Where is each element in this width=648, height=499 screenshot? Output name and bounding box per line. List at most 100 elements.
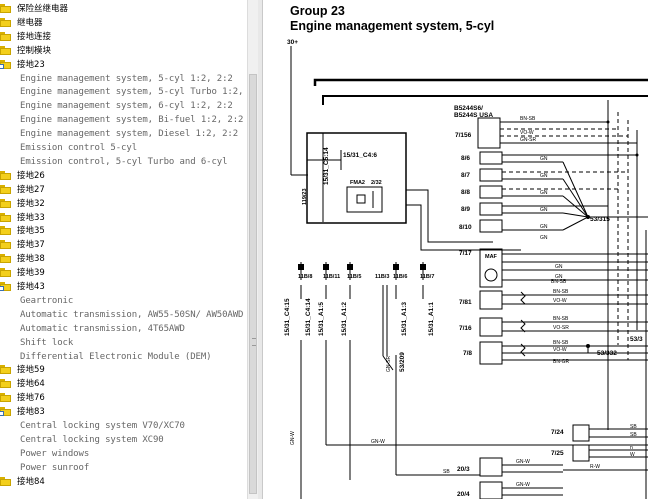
tree-item-label: Geartronic xyxy=(20,295,74,306)
folder-icon xyxy=(0,184,11,194)
component-8-7-label: 8/7 xyxy=(461,172,470,179)
tree-folder[interactable]: 接地84 xyxy=(0,475,245,489)
component-7-81-label: 7/81 xyxy=(459,299,472,306)
tree-item-label: Power sunroof xyxy=(20,462,90,473)
wire-color-gn-sr-2: GN-SR xyxy=(386,356,392,373)
tree-folder[interactable]: 接地83 xyxy=(0,405,245,419)
wire-color-vo-w-3: VO-W xyxy=(553,347,567,353)
fma2-pin-label: 2/32 xyxy=(371,180,382,186)
folder-icon xyxy=(0,212,11,222)
tree-item-label: Power windows xyxy=(20,448,90,459)
folder-icon xyxy=(0,4,11,13)
splice-53-209-label: 53/209 xyxy=(399,352,406,372)
tree-folder[interactable]: 接地27 xyxy=(0,183,245,197)
connector-a1-1-label: 15/31_A1:1 xyxy=(428,302,435,336)
tree-item-label: Emission control 5-cyl xyxy=(20,143,138,153)
tree-folder[interactable]: 接地32 xyxy=(0,197,245,211)
tree-document[interactable]: Central locking system V70/XC70 xyxy=(0,419,245,433)
tree-document[interactable]: Power windows xyxy=(0,447,245,461)
wire-color-vo-w-2: VO-W xyxy=(553,298,567,304)
tree-document[interactable]: Shift lock xyxy=(0,336,245,350)
folder-icon xyxy=(0,31,11,41)
engine-variant-usa-label: B5244S USA xyxy=(454,112,493,119)
pin-11b-11-label: 11B/11 xyxy=(323,274,340,280)
tree-document[interactable]: Emission control, 5-cyl Turbo and 6-cyl xyxy=(0,155,245,169)
splice-53-332-label: 53/332 xyxy=(597,350,617,357)
connector-c4-15-label: 15/31_C4:15 xyxy=(284,298,291,336)
tree-folder[interactable]: 接地76 xyxy=(0,391,245,405)
tree-document[interactable]: Geartronic xyxy=(0,294,245,308)
tree-folder[interactable]: 接地33 xyxy=(0,211,245,225)
tree-document[interactable]: Differential Electronic Module (DEM) xyxy=(0,350,245,364)
tree-item-label: 接地39 xyxy=(17,268,45,279)
tree-item-label: Shift lock xyxy=(20,337,74,348)
folder-icon xyxy=(0,170,11,180)
component-20-3-label: 20/3 xyxy=(457,466,470,473)
scrollbar-grip-icon xyxy=(252,338,256,346)
tree-document[interactable]: Power sunroof xyxy=(0,461,245,475)
tree-item-label: 控制模块 xyxy=(17,45,52,56)
folder-icon xyxy=(0,17,11,27)
wire-color-bn-sb-3: BN-SB xyxy=(553,289,569,295)
wire-color-gn-6: GN xyxy=(540,235,548,241)
tree-document[interactable]: Engine management system, 6-cyl 1:2, 2:2 xyxy=(0,99,245,113)
tree-folder[interactable]: 接地38 xyxy=(0,252,245,266)
tree-folder[interactable]: 接地连接 xyxy=(0,30,245,44)
wire-color-gn-4: GN xyxy=(540,207,548,213)
maf-label: MAF xyxy=(485,254,498,260)
tree-folder[interactable]: 接地26 xyxy=(0,169,245,183)
tree-folder[interactable]: 接地35 xyxy=(0,224,245,238)
folder-icon xyxy=(0,476,11,486)
pin-11b-8-label: 11B/8 xyxy=(298,274,312,280)
tree-folder[interactable]: 接地43 xyxy=(0,280,245,294)
tree-document[interactable]: Engine management system, 5-cyl 1:2, 2:2 xyxy=(0,72,245,86)
wire-color-vo-w-1: VO-W xyxy=(520,130,534,136)
tree-document[interactable]: Emission control 5-cyl xyxy=(0,141,245,155)
component-7-24-label: 7/24 xyxy=(551,429,564,436)
tree-item-label: 接地59 xyxy=(17,365,45,376)
wire-color-gn-1: GN xyxy=(540,156,548,162)
connector-a1-2-label: 15/31_A1:2 xyxy=(341,302,348,336)
diagram-subtitle: Engine management system, 5-cyl xyxy=(290,19,495,33)
tree-document[interactable]: Central locking system XC90 xyxy=(0,433,245,447)
tree-item-label: Engine management system, 5-cyl Turbo 1:… xyxy=(20,87,247,98)
tree-folder[interactable]: 接地59 xyxy=(0,363,245,377)
tree-folder[interactable]: 接地39 xyxy=(0,266,245,280)
tree-folder[interactable]: 控制模块 xyxy=(0,44,245,58)
folder-icon xyxy=(0,268,11,278)
splice-53-3-label: 53/3 xyxy=(630,336,643,343)
wire-color-gn-2: GN xyxy=(540,173,548,179)
component-8-10-label: 8/10 xyxy=(459,224,472,231)
tree-scrollbar[interactable] xyxy=(247,0,258,499)
tree-document[interactable]: Engine management system, Diesel 1:2, 2:… xyxy=(0,127,245,141)
wire-color-sb-2: SB xyxy=(630,432,637,438)
folder-icon xyxy=(0,365,11,375)
tree-folder[interactable]: 接地64 xyxy=(0,377,245,391)
wire-color-sb-3: SB xyxy=(443,469,450,475)
wire-color-n: n xyxy=(630,445,633,451)
tree-document[interactable]: Automatic transmission, 4T65AWD xyxy=(0,322,245,336)
tree-folder[interactable]: 保险丝继电器 xyxy=(0,2,245,16)
scrollbar-thumb[interactable] xyxy=(249,74,257,494)
supply-label: 30+ xyxy=(287,39,298,46)
tree-folder[interactable]: 接地23 xyxy=(0,58,245,72)
folder-icon xyxy=(0,282,11,291)
tree-item-label: 接地27 xyxy=(17,184,45,195)
wire-color-gn-w-2: GN-W xyxy=(516,459,530,465)
pin-11b-6-label: 11B/6 xyxy=(393,274,407,280)
wire-color-gn-w-4: GN-W xyxy=(290,431,296,445)
pane-splitter[interactable] xyxy=(258,0,263,499)
tree-item-label: 保险丝继电器 xyxy=(17,4,69,14)
tree-folder[interactable]: 接地37 xyxy=(0,238,245,252)
folder-icon xyxy=(0,240,11,250)
tree-item-label: 接地连接 xyxy=(17,31,52,42)
component-7-156-label: 7/156 xyxy=(455,132,472,139)
tree-document[interactable]: Engine management system, Bi-fuel 1:2, 2… xyxy=(0,113,245,127)
tree-folder[interactable]: 继电器 xyxy=(0,16,245,30)
tree-document[interactable]: Engine management system, 5-cyl Turbo 1:… xyxy=(0,85,247,99)
tree-document[interactable]: Automatic transmission, AW55-50SN/ AW50A… xyxy=(0,308,245,322)
wiring-diagram-pane[interactable]: Group 23 Engine management system, 5-cyl xyxy=(263,0,648,499)
component-7-25-label: 7/25 xyxy=(551,450,564,457)
